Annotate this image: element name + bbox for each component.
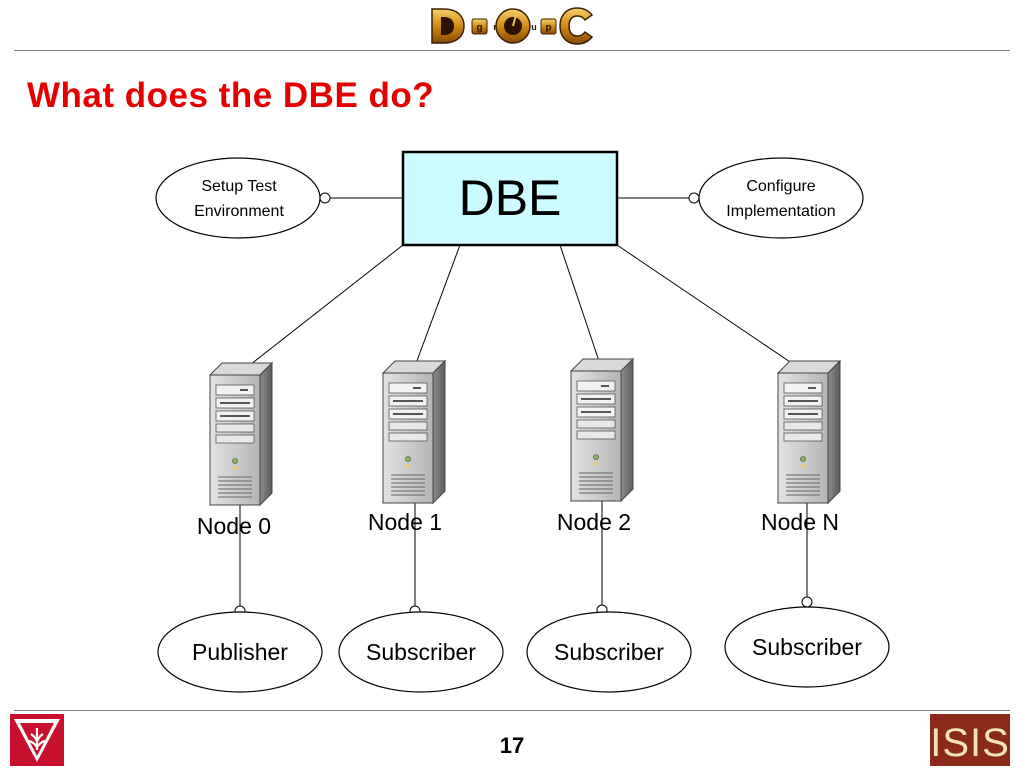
line-dbe-node0 <box>245 244 404 369</box>
subscriber-label-n: Subscriber <box>752 634 862 660</box>
dbe-box <box>401 150 619 247</box>
setup-oval-line-1: Setup Test <box>201 178 277 195</box>
configure-oval-line-1: Configure <box>746 178 815 195</box>
server-icon-noden <box>777 360 841 504</box>
port-subscriber-n <box>801 596 813 608</box>
node-label-n: Node N <box>761 509 839 535</box>
port-configure <box>688 192 700 204</box>
subscriber-oval-2 <box>526 611 692 693</box>
connector-lines <box>239 197 808 610</box>
subscriber-oval-1 <box>338 611 504 693</box>
connector-ports <box>234 192 813 617</box>
slide-title: What does the DBE do? <box>27 76 435 115</box>
publisher-label: Publisher <box>192 639 288 665</box>
logo-letter-g: g <box>476 23 482 34</box>
vanderbilt-logo <box>10 714 64 766</box>
subscriber-label-1: Subscriber <box>366 639 476 665</box>
node-label-2: Node 2 <box>557 509 631 535</box>
dbe-label: DBE <box>459 170 562 226</box>
setup-test-environment-oval <box>155 157 321 239</box>
logo-letter-d <box>431 8 465 44</box>
logo-letter-g-tile <box>471 18 488 35</box>
logo-letter-p-tile <box>540 18 557 35</box>
port-setup <box>319 192 331 204</box>
line-dbe-node1 <box>414 244 461 367</box>
footer-divider <box>14 710 1010 711</box>
page-number: 17 <box>499 733 525 758</box>
logo-letter-u: u <box>531 22 537 32</box>
line-dbe-node2 <box>559 244 601 365</box>
logo-letter-p: p <box>545 23 551 34</box>
configure-implementation-oval <box>698 157 864 239</box>
isis-logo: ISIS <box>930 714 1010 766</box>
publisher-oval <box>157 611 323 693</box>
isis-logo-text: ISIS <box>930 721 1010 765</box>
logo-letter-c <box>559 7 594 45</box>
subscriber-oval-n <box>724 606 890 688</box>
setup-oval-line-2: Environment <box>194 203 284 220</box>
logo-letter-r: r <box>493 22 497 32</box>
node-label-1: Node 1 <box>368 509 442 535</box>
line-dbe-noden <box>616 244 797 367</box>
header-divider <box>14 50 1010 51</box>
server-icon-node0 <box>209 362 273 506</box>
configure-oval-line-2: Implementation <box>726 203 835 220</box>
subscriber-label-2: Subscriber <box>554 639 664 665</box>
server-icon-node1 <box>382 360 446 504</box>
server-icon-node2 <box>570 358 634 502</box>
logo-letter-o-clock <box>495 8 531 44</box>
doc-group-logo: g r u p <box>431 7 594 45</box>
node-label-0: Node 0 <box>197 513 271 539</box>
